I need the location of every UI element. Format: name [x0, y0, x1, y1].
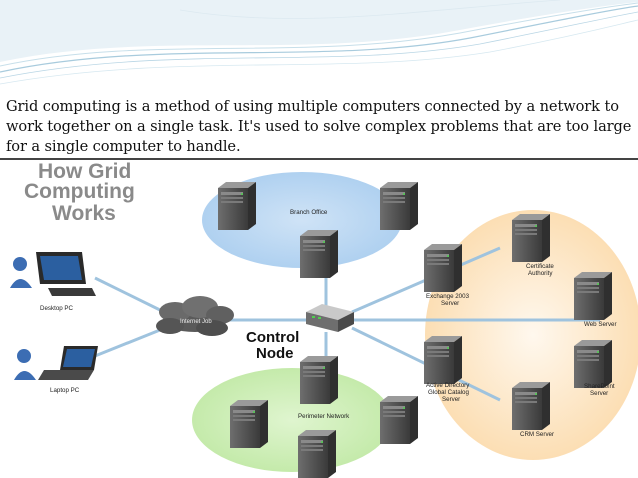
divider [0, 158, 638, 160]
grid-computing-diagram: How Grid Computing Works Internet Job Co… [10, 160, 638, 478]
internet-label: Internet Job [180, 319, 212, 325]
crm-server [512, 382, 550, 430]
web-server [574, 272, 612, 320]
sharepoint-label-line2: Server [590, 390, 608, 397]
ad-label-line2: Global Catalog [428, 389, 469, 396]
branch-server-right [380, 182, 418, 230]
laptop-pc-label: Laptop PC [50, 387, 80, 394]
control-node-line1: Control [246, 329, 299, 346]
cert-label-line1: Certificate [526, 263, 554, 270]
certificate-authority-server [512, 214, 550, 262]
ad-label-line1: Active Directory [426, 382, 470, 389]
diagram-title-line1: How Grid [38, 160, 131, 183]
perimeter-network-label: Perimeter Network [298, 413, 350, 420]
branch-office-label: Branch Office [290, 209, 328, 216]
ad-label-line3: Server [442, 396, 460, 403]
perimeter-network-zone [192, 368, 392, 472]
control-node-line2: Node [256, 345, 294, 362]
active-directory-server [424, 336, 462, 384]
laptop-pc-icon [14, 346, 98, 380]
perimeter-server-right [380, 396, 418, 444]
desktop-pc-icon [10, 252, 96, 296]
branch-server-center [300, 230, 338, 278]
diagram-title-line2: Computing [24, 180, 135, 203]
crm-server-label: CRM Server [520, 431, 554, 438]
sharepoint-label-line1: SharePoint [584, 383, 615, 390]
diagram-title-line3: Works [52, 202, 116, 225]
exchange-label-line2: Server [441, 300, 459, 307]
control-node-router [306, 304, 354, 332]
cert-label-line2: Authority [528, 270, 553, 277]
branch-server-left [218, 182, 256, 230]
header-decoration [0, 0, 638, 85]
exchange-server [424, 244, 462, 292]
desktop-pc-label: Desktop PC [40, 305, 74, 312]
network-links [89, 235, 600, 402]
web-server-label: Web Server [584, 321, 617, 328]
perimeter-server-bottom [298, 430, 336, 478]
sharepoint-server [574, 340, 612, 388]
intro-paragraph: Grid computing is a method of using mult… [6, 98, 632, 155]
exchange-label-line1: Exchange 2003 [426, 293, 470, 300]
perimeter-server-left [230, 400, 268, 448]
internet-cloud: Internet Job [156, 296, 234, 336]
perimeter-server-top [300, 356, 338, 404]
